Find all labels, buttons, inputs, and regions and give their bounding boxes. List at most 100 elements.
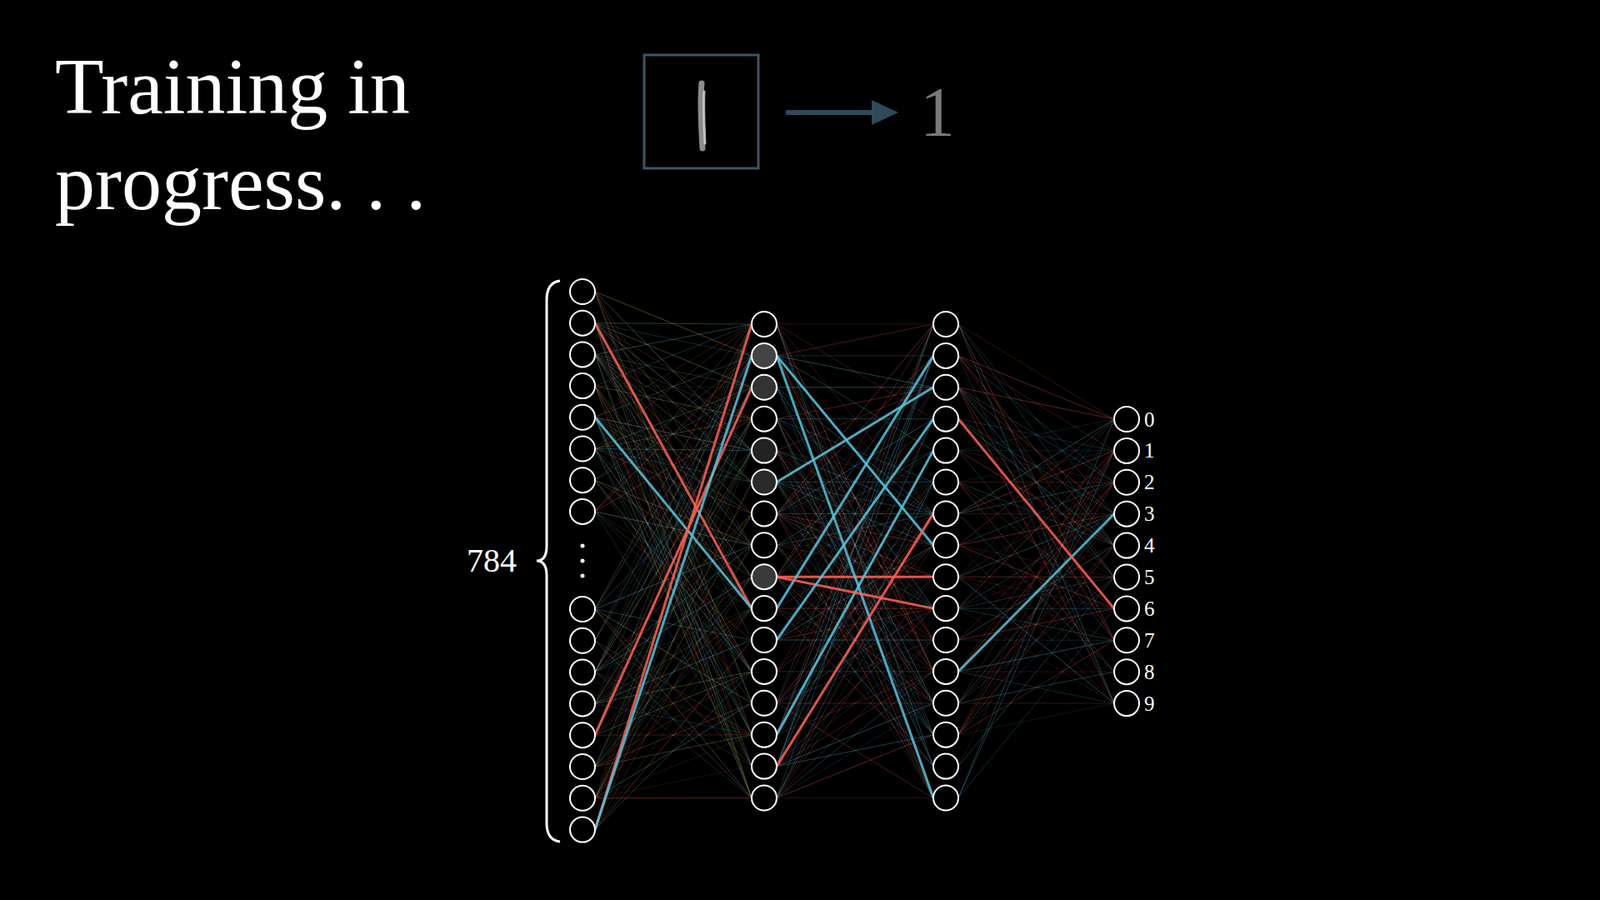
weight-line (595, 323, 752, 767)
output-label: 0 (1144, 409, 1155, 430)
weight-line (958, 419, 1115, 545)
weight-line (595, 449, 752, 451)
neuron (751, 343, 777, 369)
neuron (1114, 438, 1140, 464)
weight-line (776, 703, 934, 799)
weight-line (595, 511, 752, 545)
weight-line (595, 355, 752, 735)
neuron (751, 722, 777, 748)
output-label: 7 (1144, 630, 1155, 651)
neuron (933, 406, 959, 432)
neuron (1114, 406, 1140, 432)
weight-line (958, 387, 1115, 641)
weight-line (958, 450, 1115, 451)
neuron (933, 722, 959, 748)
neuron (751, 500, 777, 526)
weight-line (776, 797, 934, 799)
weight-line (958, 419, 1115, 610)
neuron (1114, 627, 1140, 653)
neuron (1114, 659, 1140, 685)
weight-line (776, 324, 934, 325)
neuron (751, 785, 777, 811)
weight-line (776, 355, 934, 799)
weight-line (958, 450, 1115, 799)
neuron (570, 754, 595, 780)
weight-line (776, 355, 934, 767)
neuron (751, 311, 777, 337)
neuron (570, 660, 595, 685)
neuron (1114, 533, 1140, 559)
weight-line (958, 482, 1115, 610)
neuron (933, 785, 959, 811)
neuron (751, 659, 777, 685)
digit-stroke (704, 91, 705, 144)
weight-line (958, 419, 1115, 610)
weight-line (595, 324, 752, 512)
output-label: 4 (1144, 535, 1155, 556)
weight-line (595, 735, 752, 799)
neuron (933, 690, 959, 716)
weight-line (595, 766, 752, 799)
neuron (570, 310, 595, 336)
neuron (570, 785, 595, 811)
weight-line (776, 450, 934, 735)
weight-line (776, 419, 934, 799)
weight-line (958, 355, 1115, 546)
weight-line (595, 354, 752, 766)
weight-line (958, 387, 1115, 515)
neuron (751, 438, 777, 464)
arrow-head (871, 100, 899, 125)
weight-line (958, 419, 1115, 799)
weight-line (958, 419, 1115, 609)
weight-line (776, 387, 934, 483)
neuron (933, 343, 959, 369)
weight-line (958, 387, 1115, 420)
weight-line (776, 545, 934, 640)
neuron (1114, 501, 1140, 527)
neuron (570, 499, 595, 525)
weight-line (776, 324, 934, 672)
weight-line (595, 797, 752, 799)
weight-line (595, 608, 752, 799)
neuron (933, 627, 959, 653)
weight-line (958, 355, 1115, 451)
weight-line (595, 385, 752, 577)
layer-size: 784 (466, 544, 517, 578)
neuron (570, 628, 595, 654)
weight-line (595, 355, 752, 830)
weight-line (958, 387, 1115, 578)
weight-line (776, 355, 934, 640)
weight-line (958, 450, 1115, 609)
neurons (570, 279, 1140, 843)
weight-line (776, 450, 934, 735)
neuron (933, 564, 959, 590)
weight-line (595, 323, 752, 356)
weight-line (776, 324, 934, 767)
weight-line (595, 608, 752, 830)
weight-line (958, 577, 1115, 735)
weight-line (958, 355, 1115, 483)
weight-line (776, 355, 934, 640)
weight-line (595, 609, 752, 799)
neuron (933, 659, 959, 685)
weight-line (776, 513, 934, 735)
neuron (933, 500, 959, 526)
neuron (1114, 470, 1140, 495)
weight-line (595, 323, 752, 799)
weight-line (595, 354, 752, 545)
weight-line (595, 323, 752, 388)
output-label: 1 (1144, 440, 1155, 461)
neuron (570, 690, 595, 716)
weight-line (958, 514, 1115, 578)
weight-line (776, 450, 934, 799)
weight-line (776, 576, 934, 609)
weight-line (776, 355, 934, 799)
neuron (1114, 595, 1140, 621)
weight-line (958, 450, 1115, 735)
neuron (570, 467, 595, 493)
output-label: 3 (1144, 503, 1155, 525)
weight-line (958, 545, 1115, 735)
output-label: 6 (1144, 598, 1155, 620)
weight-line (958, 324, 1115, 704)
